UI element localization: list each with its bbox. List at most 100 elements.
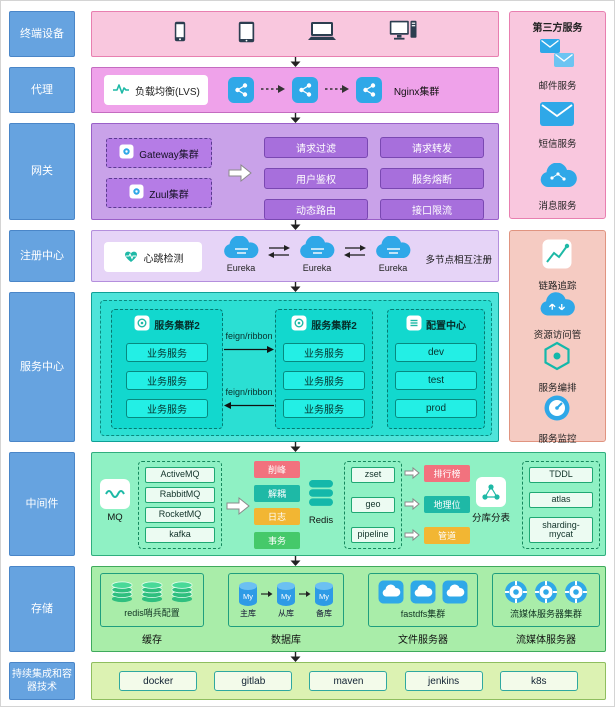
bidirectional-arrow-icon [343,244,367,259]
proxy-row: 负载均衡(LVS) Nginx集群 [91,67,499,113]
lvs-label: 负载均衡(LVS) [135,86,200,98]
nginx-node-icon [355,77,382,103]
eureka-label: Eureka [378,263,408,273]
redis-usecase-chip: 地理位 [424,496,470,513]
sharding-group: 分库分表 [472,477,510,524]
resource-cloud-icon [538,292,576,323]
message-service-label: 消息服务 [538,200,577,212]
stream-server-section: 流媒体服务器集群 [492,573,600,627]
sharding-tool: atlas [529,492,593,508]
file-server-footer-label: 文件服务器 [398,635,448,646]
sidebar-item-registry: 注册中心 [9,230,75,282]
ci-tool-box: maven [309,671,388,691]
monitoring-item: 服务监控 [538,394,577,445]
mq-product: RocketMQ [145,507,215,523]
eureka-label: Eureka [302,263,332,273]
env-box: prod [395,399,477,418]
right-arrow-icon [261,590,273,598]
eureka-label: Eureka [226,263,256,273]
desktop-icon [389,20,417,48]
tablet-icon [238,21,255,48]
env-box: dev [395,343,477,362]
sidebar-item-terminal: 终端设备 [9,11,75,57]
sharding-tools-box: TDDL atlas sharding-mycat [522,461,600,549]
business-service-box: 业务服务 [126,399,208,418]
monitoring-gauge-icon [543,394,571,427]
stream-server-footer-label: 流媒体服务器 [516,635,576,646]
config-center-icon [406,315,422,334]
small-right-arrow-icon [404,528,420,542]
sidebar-item-middleware: 中间件 [9,452,75,556]
gateway-cluster-box: Gateway集群 [106,138,212,168]
config-center-title: 配置中心 [426,321,466,332]
nginx-node-icon [227,77,254,103]
cloud-icon [373,235,413,262]
cache-footer-label: 缓存 [142,635,162,646]
mq-product: RabbitMQ [145,487,215,503]
zuul-icon [129,184,144,202]
business-service-box: 业务服务 [283,399,365,418]
left-arrow-icon [223,401,275,410]
down-arrow-icon [290,442,301,452]
service-area: 服务集群2 业务服务 业务服务 业务服务 feign/ribbon feign/… [100,300,492,436]
service-cluster-title: 服务集群2 [154,321,200,332]
ci-tool-box: gitlab [214,671,293,691]
eureka-node: Eureka [216,235,266,273]
redis-label: Redis [308,515,334,526]
gateway-features: 请求过滤 请求转发 用户鉴权 服务熔断 动态路由 接口限流 [264,137,484,220]
smartphone-icon [174,21,186,47]
db-stack-icon [110,581,134,603]
gateway-feature: 动态路由 [264,199,368,220]
storage-row: redis哨兵配置 缓存 My 主库 My 从库 My 备库 [91,566,606,652]
fastdfs-icon [378,580,404,604]
third-party-title: 第三方服务 [532,23,583,34]
env-box: test [395,371,477,390]
right-arrow-icon [223,345,275,354]
gateway-icon [119,144,134,162]
sidebar-item-gateway: 网关 [9,123,75,220]
mail-service-label: 邮件服务 [538,81,577,93]
db-node-label: 从库 [278,609,294,618]
service-center-row: 服务集群2 业务服务 业务服务 业务服务 feign/ribbon feign/… [91,292,499,442]
svg-text:My: My [281,592,291,601]
trace-label: 链路追踪 [538,281,577,292]
eureka-node: Eureka [368,235,418,273]
terminal-devices-row [91,11,499,57]
third-party-panel: 第三方服务 邮件服务 短信服务 消息服务 [509,11,606,219]
trace-chart-icon [542,239,572,274]
ci-tool-box: jenkins [404,671,483,691]
effect-chip: 削峰 [254,461,300,478]
db-node-label: 备库 [316,609,332,618]
small-right-arrow-icon [404,466,420,480]
mq-product: ActiveMQ [145,467,215,483]
pulse-icon [112,83,130,98]
database-footer-label: 数据库 [271,635,301,646]
orchestration-item: 服务编排 [538,341,577,394]
redis-feature: pipeline [351,527,395,543]
stream-server-icon [534,580,558,604]
redis-usecase-chip: 管道 [424,527,470,544]
sharding-tool: sharding-mycat [529,517,593,543]
ci-row: docker gitlab maven jenkins k8s [91,662,606,700]
sidebar-item-proxy: 代理 [9,67,75,113]
eureka-node: Eureka [292,235,342,273]
cloud-icon [297,235,337,262]
file-server-caption: fastdfs集群 [400,609,446,619]
db-stack-icon [140,581,164,603]
mq-icon [100,479,130,509]
feign-ribbon-label: feign/ribbon [225,331,273,341]
config-center: 配置中心 dev test prod [387,309,485,429]
business-service-box: 业务服务 [126,343,208,362]
effect-chip: 解耦 [254,484,300,502]
zuul-cluster-label: Zuul集群 [149,189,189,201]
heartbeat-box: 心跳检测 [104,242,202,272]
message-service-item: 消息服务 [538,157,578,218]
stream-server-icon [504,580,528,604]
svg-text:My: My [319,592,329,601]
sms-envelope-icon [539,101,575,132]
cache-section: redis哨兵配置 [100,573,204,627]
orchestration-hexagon-icon [543,341,571,376]
service-cluster-1: 服务集群2 业务服务 业务服务 业务服务 [111,309,223,429]
trace-item: 链路追踪 [538,239,577,292]
